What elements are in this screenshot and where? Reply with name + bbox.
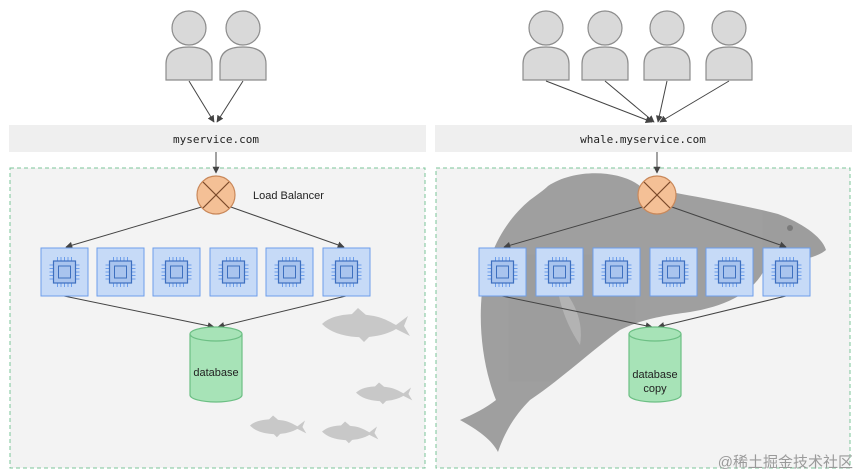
lb-arrow	[227, 205, 345, 249]
load-balancer-label: Load Balancer	[253, 190, 324, 202]
user-arrow	[216, 80, 244, 123]
cpu-icon	[96, 247, 145, 297]
left-users	[165, 10, 267, 81]
cpu-icon	[762, 247, 811, 297]
user-icon	[522, 10, 570, 81]
database-icon	[628, 326, 682, 403]
database-icon	[189, 326, 243, 403]
load-balancer-icon	[637, 175, 677, 215]
db-arrow	[501, 295, 653, 330]
domain-bar	[435, 125, 852, 152]
user-arrow	[188, 80, 215, 123]
server-row	[478, 247, 811, 297]
user-arrow	[604, 80, 655, 123]
cpu-icon	[152, 247, 201, 297]
cpu-icon	[40, 247, 89, 297]
database-label: copy	[643, 383, 667, 395]
database-label: database	[632, 369, 677, 381]
user-icon	[165, 10, 213, 81]
cpu-icon	[209, 247, 258, 297]
right-panel: whale.myservice.com database copy	[435, 10, 852, 469]
domain-label: myservice.com	[173, 133, 259, 146]
db-arrow	[63, 295, 215, 330]
right-users	[522, 10, 753, 81]
cpu-icon	[535, 247, 584, 297]
db-arrow	[217, 295, 347, 329]
cpu-icon	[478, 247, 527, 297]
user-arrow	[545, 80, 653, 123]
load-balancer-icon	[196, 175, 236, 215]
lb-arrow	[668, 205, 787, 249]
user-icon	[643, 10, 691, 81]
cpu-icon	[322, 247, 371, 297]
user-icon	[705, 10, 753, 81]
left-panel: myservice.com Load Balancer	[9, 10, 426, 469]
domain-label: whale.myservice.com	[580, 133, 706, 146]
domain-bar	[9, 125, 426, 152]
lb-arrow	[65, 205, 206, 249]
server-row	[40, 247, 371, 297]
lb-arrow	[503, 205, 647, 249]
cpu-icon	[265, 247, 314, 297]
watermark: @稀土掘金技术社区	[718, 454, 853, 471]
db-arrow	[657, 295, 787, 329]
cpu-icon	[705, 247, 754, 297]
user-icon	[581, 10, 629, 81]
database-label: database	[193, 367, 238, 379]
user-icon	[219, 10, 267, 81]
user-arrow	[659, 80, 730, 123]
cpu-icon	[649, 247, 698, 297]
cpu-icon	[592, 247, 641, 297]
user-arrow	[655, 80, 668, 123]
